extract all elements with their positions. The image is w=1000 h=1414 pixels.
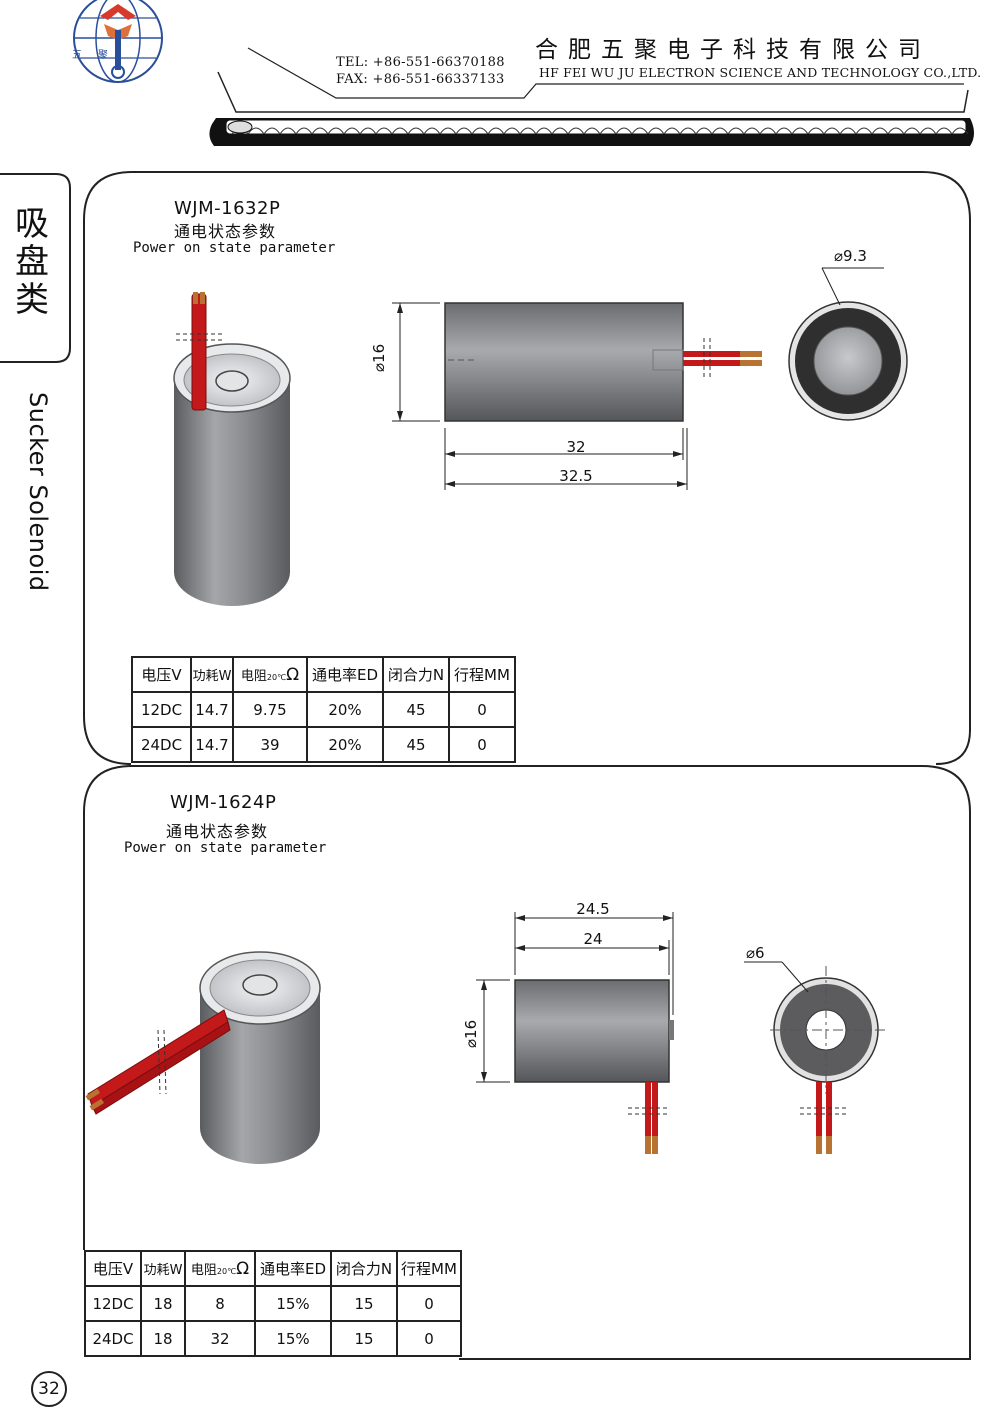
col-resistance-temp: 20℃	[216, 1266, 237, 1276]
table-cell: 15	[330, 1285, 398, 1322]
page-number: 32	[31, 1371, 67, 1407]
table-cell: 45	[382, 691, 450, 728]
col-voltage: 电压V	[84, 1250, 142, 1287]
company-name-cn: 合肥五聚电子科技有限公司	[535, 37, 931, 63]
col-stroke: 行程MM	[448, 656, 516, 693]
col-resistance-temp: 20℃	[266, 672, 287, 682]
product-1-dim-length-body: 32	[566, 438, 586, 456]
contact-block: TEL: +86-551-66370188 FAX: +86-551-66337…	[336, 54, 505, 88]
col-resistance-label: 电阻	[190, 1262, 217, 1278]
product-2-spec-table: 电压V 功耗W 电阻20℃Ω 通电率ED 闭合力N 行程MM 12DC 18 8…	[84, 1250, 462, 1357]
table-cell: 12DC	[84, 1285, 142, 1322]
product-2-dim-diameter: ⌀16	[462, 1020, 480, 1048]
table-cell: 24DC	[84, 1320, 142, 1357]
product-1-dim-diameter-value: 16	[370, 343, 388, 363]
table-cell: 20%	[306, 726, 384, 763]
table-row: 12DC 14.7 9.75 20% 45 0	[131, 691, 516, 728]
table-cell: 0	[448, 691, 516, 728]
table-cell: 15%	[254, 1320, 332, 1357]
table-cell: 39	[232, 726, 308, 763]
header-banner	[209, 47, 974, 146]
table-header-row: 电压V 功耗W 电阻20℃Ω 通电率ED 闭合力N 行程MM	[131, 656, 516, 693]
col-duty-cycle: 通电率ED	[306, 656, 384, 693]
product-2-dim-length-total: 24.5	[576, 900, 610, 918]
col-holding-force: 闭合力N	[382, 656, 450, 693]
table-cell: 14.7	[190, 726, 234, 763]
table-cell: 12DC	[131, 691, 192, 728]
product-2-subtitle-cn: 通电状态参数	[166, 822, 269, 841]
phone-number: TEL: +86-551-66370188	[336, 55, 505, 70]
product-2-dim-core: ⌀6	[746, 944, 765, 962]
diameter-symbol: ⌀	[834, 247, 844, 265]
col-holding-force: 闭合力N	[330, 1250, 398, 1287]
table-cell: 8	[184, 1285, 256, 1322]
logo-text: 五聚	[72, 50, 124, 61]
col-power: 功耗W	[140, 1250, 186, 1287]
section-frame-1	[83, 171, 971, 765]
table-cell: 20%	[306, 691, 384, 728]
table-row: 24DC 14.7 39 20% 45 0	[131, 726, 516, 763]
product-2-dim-core-value: 6	[755, 944, 765, 962]
product-1-dim-core-value: 9.3	[843, 247, 867, 265]
table-cell: 32	[184, 1320, 256, 1357]
table-cell: 18	[140, 1320, 186, 1357]
table-header-row: 电压V 功耗W 电阻20℃Ω 通电率ED 闭合力N 行程MM	[84, 1250, 462, 1287]
diameter-symbol: ⌀	[462, 1038, 480, 1048]
product-2-end-view	[744, 961, 886, 1154]
product-1-dim-diameter: ⌀16	[370, 344, 388, 372]
table-row: 12DC 18 8 15% 15 0	[84, 1285, 462, 1322]
product-2-dim-length-body: 24	[583, 930, 603, 948]
table-cell: 18	[140, 1285, 186, 1322]
product-2-isometric-view	[85, 951, 321, 1164]
diameter-symbol: ⌀	[370, 362, 388, 372]
product-1-dim-length-total: 32.5	[559, 467, 593, 485]
company-name-en: HF FEI WU JU ELECTRON SCIENCE AND TECHNO…	[539, 65, 982, 80]
product-1-isometric-view	[173, 292, 291, 606]
product-1-dim-core: ⌀9.3	[834, 247, 867, 265]
fax-number: FAX: +86-551-66337133	[336, 72, 505, 87]
table-cell: 0	[448, 726, 516, 763]
product-2-model: WJM-1624P	[170, 792, 277, 813]
product-2-side-view	[476, 912, 674, 1154]
side-tab-frame	[0, 173, 71, 363]
product-2-dim-diameter-value: 16	[462, 1019, 480, 1039]
product-1-end-view	[788, 267, 908, 421]
diameter-symbol: ⌀	[746, 944, 756, 962]
company-logo	[73, 0, 163, 83]
product-1-side-view	[392, 302, 762, 490]
table-cell: 15	[330, 1320, 398, 1357]
col-resistance: 电阻20℃Ω	[232, 656, 308, 693]
col-duty-cycle: 通电率ED	[254, 1250, 332, 1287]
col-resistance-unit: Ω	[236, 1258, 250, 1279]
table-cell: 15%	[254, 1285, 332, 1322]
table-row: 24DC 18 32 15% 15 0	[84, 1320, 462, 1357]
col-resistance-label: 电阻	[240, 668, 267, 684]
table-cell: 0	[396, 1285, 462, 1322]
table-cell: 9.75	[232, 691, 308, 728]
table-cell: 14.7	[190, 691, 234, 728]
product-2-subtitle-en: Power on state parameter	[124, 840, 327, 856]
table-cell: 45	[382, 726, 450, 763]
col-voltage: 电压V	[131, 656, 192, 693]
section-frame-2	[83, 765, 971, 1360]
product-1-subtitle-cn: 通电状态参数	[174, 222, 277, 241]
category-label-cn: 吸盘类	[15, 204, 49, 320]
col-resistance-unit: Ω	[286, 664, 300, 685]
col-resistance: 电阻20℃Ω	[184, 1250, 256, 1287]
table-cell: 24DC	[131, 726, 192, 763]
table-cell: 0	[396, 1320, 462, 1357]
product-1-spec-table: 电压V 功耗W 电阻20℃Ω 通电率ED 闭合力N 行程MM 12DC 14.7…	[131, 656, 516, 763]
col-power: 功耗W	[190, 656, 234, 693]
product-1-subtitle-en: Power on state parameter	[133, 240, 336, 256]
category-label-en: Sucker Solenoid	[24, 392, 52, 592]
product-1-model: WJM-1632P	[174, 198, 281, 219]
col-stroke: 行程MM	[396, 1250, 462, 1287]
